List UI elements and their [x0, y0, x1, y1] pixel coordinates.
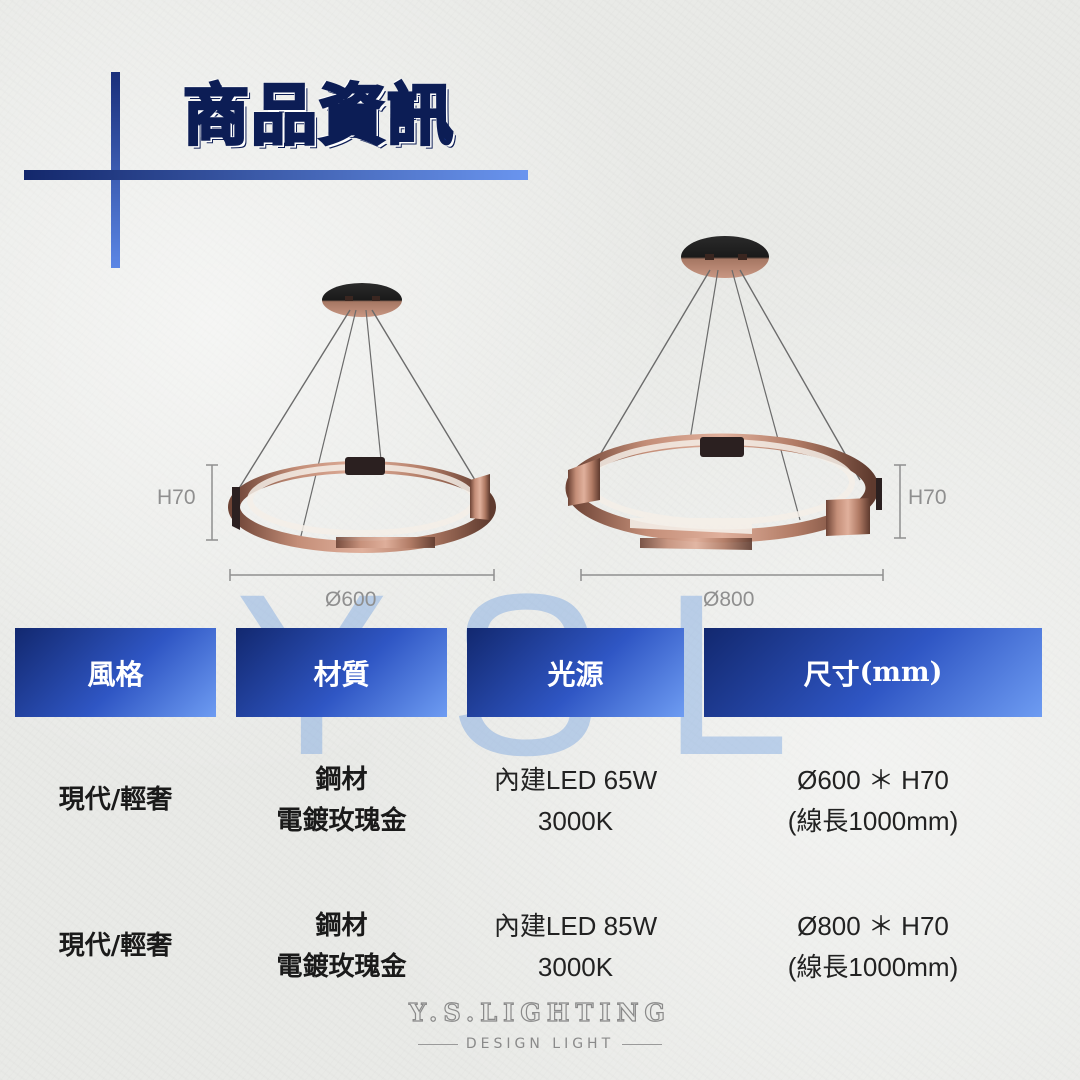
page-title: 商品資訊 [182, 76, 455, 156]
tagline-rule-right [622, 1043, 663, 1045]
suspension-wire [299, 309, 357, 541]
suspension-wire [731, 269, 801, 521]
pendant-lamp-800: H70 Ø800 [565, 236, 947, 611]
header-light-label: 光源 [547, 657, 604, 691]
diameter-label-800: Ø800 [703, 588, 754, 611]
suspension-wire [584, 269, 711, 481]
led-inner-glow [247, 464, 477, 536]
row1-size-1: Ø600 ＊ H70 [797, 765, 949, 795]
header-style: 風格 [15, 628, 216, 717]
row2-light-2: 3000K [537, 952, 614, 982]
suspension-wire [371, 309, 479, 486]
header-material-label: 材質 [313, 657, 370, 691]
row2-size-2: (線長1000mm) [787, 952, 959, 982]
height-label-800: H70 [908, 486, 947, 509]
brand-logo-text: Y.S.LIGHTING [408, 997, 672, 1027]
row2-light-1: 內建LED 85W [493, 911, 658, 941]
row1-style: 現代/輕奢 [58, 785, 173, 815]
row2-material-2: 電鍍玫瑰金 [276, 952, 407, 982]
row1-material-2: 電鍍玫瑰金 [276, 806, 407, 836]
suspension-wire [237, 309, 351, 491]
row1-light-1: 內建LED 65W [493, 765, 658, 795]
ceiling-canopy [681, 236, 769, 278]
row2-style: 現代/輕奢 [58, 931, 173, 961]
brand-tagline-text: DESIGN LIGHT [465, 1036, 615, 1052]
brand-tagline: DESIGN LIGHT [0, 1036, 1080, 1052]
header-size-label: 尺寸 [803, 657, 860, 691]
diameter-label-600: Ø600 [325, 588, 376, 611]
ring-joint [700, 437, 744, 457]
header-light-source: 光源 [467, 628, 684, 717]
suspension-wire [689, 269, 719, 441]
header-horizontal-bar [24, 170, 528, 180]
row2-material-1: 鋼材 [315, 911, 368, 941]
pendant-lamp-600: H70 Ø600 [157, 283, 496, 611]
height-label-600: H70 [157, 486, 196, 509]
row1-material-1: 鋼材 [315, 765, 368, 795]
suspension-wire [365, 309, 383, 471]
header-size-unit: (mm) [859, 657, 943, 688]
header-material: 材質 [236, 628, 447, 717]
suspension-wire [739, 269, 861, 481]
row1-light-2: 3000K [537, 806, 614, 836]
row2-size-1: Ø800 ＊ H70 [797, 911, 949, 941]
row1-size-2: (線長1000mm) [787, 806, 959, 836]
header-style-label: 風格 [87, 657, 144, 691]
ring-joint [345, 457, 385, 475]
ceiling-canopy [322, 283, 402, 317]
tagline-rule-left [417, 1043, 458, 1045]
header-size: 尺寸(mm) [704, 628, 1042, 717]
